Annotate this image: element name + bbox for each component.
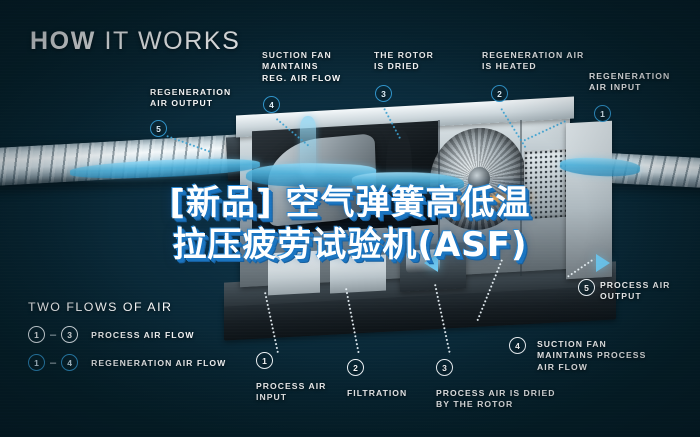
callout-regen-air-output-label: REGENERATION AIR OUTPUT (150, 87, 232, 109)
callout-rotor-is-dried-label: THE ROTOR IS DRIED (374, 50, 434, 72)
marker-process-air-dried[interactable]: 3 (436, 359, 453, 376)
overlay-title-line1: [新品] 空气弹簧高低温 (169, 183, 531, 223)
base-top-face (224, 261, 616, 307)
callout-regen-air-heated-label: REGENERATION AIR IS HEATED (482, 50, 585, 72)
marker-process-air-output[interactable]: 5 (578, 279, 595, 296)
airflow-ribbon-outlet (559, 155, 641, 179)
callout-regen-air-input-label: REGENERATION AIR INPUT (589, 71, 671, 93)
legend-label-regen: REGENERATION AIR FLOW (91, 357, 227, 368)
callout-suction-fan-process-label: SUCTION FAN MAINTAINS PROCESS AIR FLOW (537, 339, 647, 372)
legend-dash-process: – (50, 328, 57, 341)
leader-line-suction-reg (275, 118, 311, 148)
legend-marker-regen-from: 1 (28, 354, 45, 371)
left-flexible-duct (0, 133, 253, 187)
legend-dash-regen: – (50, 356, 57, 369)
duct-coupling (225, 136, 245, 182)
leader-line-process-dried (434, 284, 451, 355)
leader-line-regen-output (166, 135, 211, 153)
leader-line-regen-heated (500, 108, 527, 149)
leader-line-regen-input (523, 120, 566, 142)
leader-line-process-input (264, 292, 279, 354)
marker-process-air-input[interactable]: 1 (256, 352, 273, 369)
callout-filtration-label: FILTRATION (347, 388, 408, 398)
cabinet-top-lid (236, 96, 574, 138)
callout-suction-fan-reg-label: SUCTION FAN MAINTAINS REG. AIR FLOW (262, 50, 342, 83)
legend-label-process: PROCESS AIR FLOW (91, 329, 195, 340)
marker-suction-fan-reg[interactable]: 4 (263, 96, 280, 113)
marker-rotor-is-dried[interactable]: 3 (375, 85, 392, 102)
legend-marker-process-to: 3 (61, 326, 79, 343)
marker-regen-air-heated[interactable]: 2 (491, 85, 508, 102)
airflow-ribbon-inlet (69, 155, 261, 182)
overlay-title-line2: 拉压疲劳试验机(ASF) (172, 225, 528, 265)
callout-process-air-dried-label: PROCESS AIR IS DRIED BY THE ROTOR (436, 388, 556, 410)
marker-suction-fan-process[interactable]: 4 (509, 337, 526, 354)
leader-line-suction-process (476, 259, 503, 322)
overlay-product-title: [新品] 空气弹簧高低温 拉压疲劳试验机(ASF) (0, 182, 700, 266)
marker-regen-air-input[interactable]: 1 (594, 105, 611, 122)
legend-title: TWO FLOWS OF AIR (28, 300, 173, 314)
legend: TWO FLOWS OF AIR 1 – 3 PROCESS AIR FLOW … (28, 300, 226, 382)
callout-process-air-input-label: PROCESS AIR INPUT (256, 381, 327, 403)
leader-line-filtration (345, 288, 360, 354)
marker-filtration[interactable]: 2 (347, 359, 364, 376)
page-title-light: IT WORKS (95, 27, 241, 55)
page-title-bold: HOW (30, 27, 96, 55)
marker-regen-air-output[interactable]: 5 (150, 120, 167, 137)
legend-marker-regen-to: 4 (61, 354, 79, 371)
callout-process-air-output-label: PROCESS AIR OUTPUT (600, 280, 671, 302)
machine-base-platform (224, 275, 616, 341)
page-title: HOW IT WORKS (30, 27, 240, 56)
legend-row-regen: 1 – 4 REGENERATION AIR FLOW (28, 354, 226, 371)
leader-line-rotor-dried (383, 108, 401, 139)
legend-marker-process-from: 1 (28, 326, 45, 343)
legend-row-process: 1 – 3 PROCESS AIR FLOW (28, 326, 226, 343)
